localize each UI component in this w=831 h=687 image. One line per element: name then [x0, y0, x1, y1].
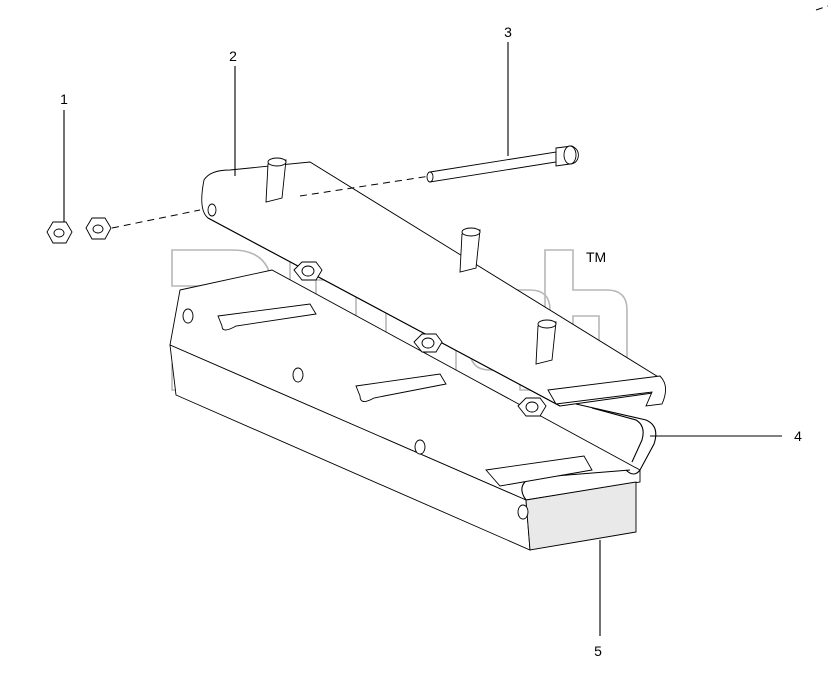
trademark-text: TM [586, 249, 606, 265]
corner-mark [815, 5, 829, 11]
lower-channel-housing [169, 269, 641, 551]
assembly-axis-nuts [111, 209, 201, 229]
assembly-axis-bolt [299, 175, 431, 197]
upper-bracket-plate [201, 157, 666, 417]
callout-4: 4 [794, 428, 802, 444]
callout-5: 5 [594, 643, 602, 659]
callout-1: 1 [60, 91, 68, 107]
leader-lines [63, 42, 782, 636]
nut-pair [46, 217, 112, 244]
bolt [426, 145, 579, 183]
callout-labels: 1 2 3 4 5 [60, 24, 802, 659]
callout-2: 2 [229, 48, 237, 64]
mounted-nuts [293, 261, 547, 417]
wire-clip [575, 403, 657, 475]
callout-3: 3 [504, 24, 512, 40]
